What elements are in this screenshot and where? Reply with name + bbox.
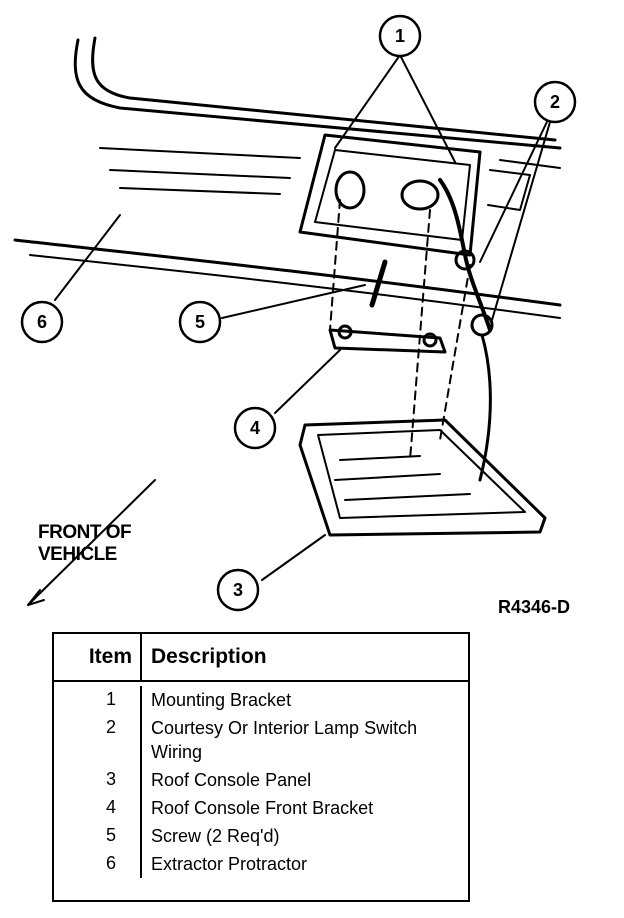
row-item: 4 <box>54 794 142 822</box>
legend-body: 1 Mounting Bracket 2 Courtesy Or Interio… <box>54 682 468 878</box>
row-item: 1 <box>54 686 142 714</box>
callout-1: 1 <box>378 14 422 58</box>
headliner-line <box>109 169 291 179</box>
callout-4-label: 4 <box>250 418 260 438</box>
legend-header: Item Description <box>54 634 468 682</box>
callout-5: 5 <box>178 300 222 344</box>
legend-table: Item Description 1 Mounting Bracket 2 Co… <box>52 632 470 902</box>
windshield-edge-inner <box>91 36 557 142</box>
callout-6: 6 <box>20 300 64 344</box>
callout-3: 3 <box>216 568 260 612</box>
table-row: 3 Roof Console Panel <box>54 766 468 794</box>
headliner-line <box>119 187 281 195</box>
row-item: 5 <box>54 822 142 850</box>
roof-opening <box>298 133 482 257</box>
row-description: Extractor Protractor <box>151 854 308 874</box>
row-item: 2 <box>54 714 142 766</box>
callout-2: 2 <box>533 80 577 124</box>
row-description: Roof Console Panel <box>151 770 312 790</box>
table-row: 1 Mounting Bracket <box>54 686 468 714</box>
header-description: Description <box>151 645 267 668</box>
row-description: Screw (2 Req'd) <box>151 826 280 846</box>
callout-4: 4 <box>233 406 277 450</box>
headliner-line <box>99 147 301 159</box>
front-label-line2: VEHICLE <box>38 544 117 565</box>
callout-6-label: 6 <box>37 312 47 332</box>
front-bracket <box>328 328 447 354</box>
table-row: 2 Courtesy Or Interior Lamp Switch Wirin… <box>54 714 468 766</box>
front-label-line1: FRONT OF <box>38 522 132 543</box>
callout-5-label: 5 <box>195 312 205 332</box>
table-row: 5 Screw (2 Req'd) <box>54 822 468 850</box>
row-item: 6 <box>54 850 142 878</box>
callout-1-label: 1 <box>395 26 405 46</box>
mounting-bracket-left <box>334 170 366 210</box>
front-direction-arrow <box>27 479 156 606</box>
callout-2-label: 2 <box>550 92 560 112</box>
roof-lower-edge-2 <box>29 254 561 319</box>
wiring-connector <box>454 249 476 271</box>
switch-wiring <box>438 178 492 332</box>
row-description: Mounting Bracket <box>151 690 292 710</box>
header-item: Item <box>54 634 142 680</box>
screw <box>369 259 388 308</box>
table-row: 6 Extractor Protractor <box>54 850 468 878</box>
row-description: Roof Console Front Bracket <box>151 798 374 818</box>
callout-3-label: 3 <box>233 580 243 600</box>
front-of-vehicle-label: FRONT OF VEHICLE <box>38 522 132 566</box>
row-description: Courtesy Or Interior Lamp Switch Wiring <box>151 718 418 762</box>
row-item: 3 <box>54 766 142 794</box>
figure-id: R4346-D <box>498 597 571 617</box>
windshield-edge <box>73 38 562 150</box>
roof-console-panel <box>298 418 547 537</box>
table-row: 4 Roof Console Front Bracket <box>54 794 468 822</box>
roof-lower-edge <box>13 238 562 307</box>
mounting-bracket-right <box>400 179 440 211</box>
exploded-view-diagram: 1 2 6 5 4 3 <box>13 14 577 612</box>
